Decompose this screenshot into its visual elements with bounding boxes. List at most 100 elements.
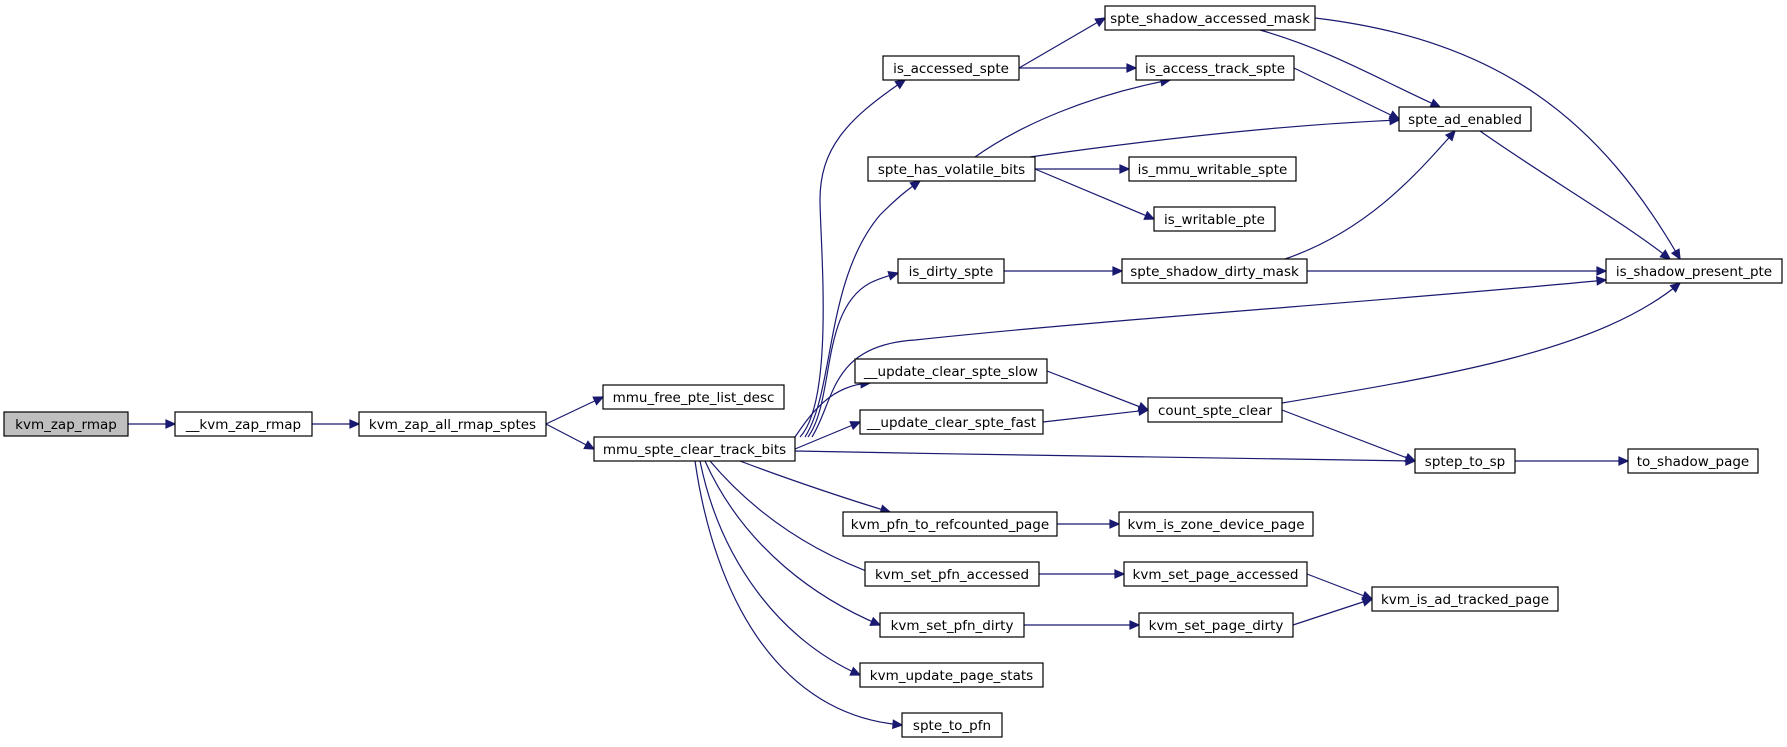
node-box xyxy=(842,511,1058,537)
edge-is_access_track_spte-to-spte_ad_enabled xyxy=(1293,67,1401,120)
node-mmu-spte-clear-track-bits[interactable]: mmu_spte_clear_track_bits xyxy=(593,436,796,462)
edge-kvm_zap_rmap-to-__kvm_zap_rmap xyxy=(128,419,177,429)
arrowhead-icon xyxy=(349,419,361,429)
node-is-mmu-writable-spte[interactable]: is_mmu_writable_spte xyxy=(1128,156,1297,182)
edge-count_spte_clear-to-sptep_to_sp xyxy=(1281,409,1417,463)
arrowhead-icon xyxy=(592,396,605,406)
node-box xyxy=(358,411,547,437)
node-is-shadow-present-pte[interactable]: is_shadow_present_pte xyxy=(1605,258,1783,284)
node-label: __kvm_zap_rmap xyxy=(185,417,301,433)
edge-spte_has_volatile_bits-to-is_access_track_spte xyxy=(974,77,1172,158)
node-spte-to-pfn[interactable]: spte_to_pfn xyxy=(901,712,1003,738)
edge-mmu_spte_clear_track_bits-to-is_shadow_present_pte xyxy=(811,276,1608,438)
arrowhead-icon xyxy=(1094,17,1107,28)
node-spte-shadow-dirty-mask[interactable]: spte_shadow_dirty_mask xyxy=(1121,258,1308,284)
node-box xyxy=(1135,55,1295,81)
arrowhead-icon xyxy=(1670,248,1681,261)
edge-line xyxy=(1034,168,1155,220)
node-box xyxy=(1121,258,1308,284)
edge-mmu_spte_clear_track_bits-to-kvm_update_page_stats xyxy=(699,460,862,676)
edge-line xyxy=(1042,409,1149,423)
node-kvm-is-ad-tracked-page[interactable]: kvm_is_ad_tracked_page xyxy=(1371,586,1559,612)
edge-line xyxy=(1479,130,1671,260)
node-sptep-to-sp[interactable]: sptep_to_sp xyxy=(1414,448,1516,474)
node-label: mmu_free_pte_list_desc xyxy=(613,390,775,406)
node-label: spte_shadow_dirty_mask xyxy=(1130,264,1299,280)
arrowhead-icon xyxy=(1114,569,1126,579)
node-box xyxy=(602,384,785,410)
node-box xyxy=(854,358,1048,384)
node-to-shadow-page[interactable]: to_shadow_page xyxy=(1627,448,1759,474)
edge-kvm_set_page_accessed-to-kvm_is_ad_tracked_page xyxy=(1306,573,1374,601)
edge-mmu_spte_clear_track_bits-to-spte_has_volatile_bits xyxy=(804,180,922,438)
arrowhead-icon xyxy=(909,180,922,191)
edge-spte_ad_enabled-to-is_shadow_present_pte xyxy=(1479,130,1672,260)
edge-kvm_zap_all_rmap_sptes-to-mmu_free_pte_list_desc xyxy=(545,396,605,425)
node-kvm-set-page-accessed[interactable]: kvm_set_page_accessed xyxy=(1123,561,1308,587)
arrowhead-icon xyxy=(887,270,900,281)
edge-line xyxy=(1018,17,1106,69)
edge-mmu_spte_clear_track_bits-to-kvm_set_pfn_dirty xyxy=(704,460,882,626)
node-is-dirty-spte[interactable]: is_dirty_spte xyxy=(897,258,1005,284)
node-label: spte_ad_enabled xyxy=(1408,112,1522,128)
node-label: kvm_set_pfn_dirty xyxy=(891,618,1014,634)
node-kvm-pfn-to-refcounted-page[interactable]: kvm_pfn_to_refcounted_page xyxy=(842,511,1058,537)
node-mmu-free-pte-list-desc[interactable]: mmu_free_pte_list_desc xyxy=(602,384,785,410)
node-kvm-set-pfn-accessed[interactable]: kvm_set_pfn_accessed xyxy=(864,561,1040,587)
node-box xyxy=(867,156,1036,182)
edge-kvm_set_page_dirty-to-kvm_is_ad_tracked_page xyxy=(1292,597,1374,626)
edge-spte_has_volatile_bits-to-spte_ad_enabled xyxy=(1029,115,1401,158)
node-kvm-update-page-stats[interactable]: kvm_update_page_stats xyxy=(859,662,1044,688)
node-spte-ad-enabled[interactable]: spte_ad_enabled xyxy=(1398,106,1532,132)
arrowhead-icon xyxy=(1659,249,1672,260)
node-spte-shadow-accessed-mask[interactable]: spte_shadow_accessed_mask xyxy=(1104,5,1316,31)
edge-kvm_pfn_to_refcounted_page-to-kvm_is_zone_device_page xyxy=(1057,519,1121,529)
edge-line xyxy=(704,460,881,626)
edge-line xyxy=(794,421,861,450)
node-spte-has-volatile-bits[interactable]: spte_has_volatile_bits xyxy=(867,156,1036,182)
edge-line xyxy=(1046,370,1149,411)
edge-line xyxy=(1281,409,1416,462)
node-box xyxy=(882,55,1020,81)
node-label: kvm_set_pfn_accessed xyxy=(875,567,1029,583)
edge-mmu_spte_clear_track_bits-to-sptep_to_sp xyxy=(794,450,1417,466)
edge-line xyxy=(804,180,921,438)
edge-sptep_to_sp-to-to_shadow_page xyxy=(1515,456,1630,466)
edge-is_accessed_spte-to-spte_shadow_accessed_mask xyxy=(1018,17,1107,69)
node-kvm-is-zone-device-page[interactable]: kvm_is_zone_device_page xyxy=(1118,511,1314,537)
node-update-clear-spte-slow[interactable]: __update_clear_spte_slow xyxy=(854,358,1048,384)
node-kvm-set-pfn-dirty[interactable]: kvm_set_pfn_dirty xyxy=(879,612,1025,638)
graph-nodes: kvm_zap_rmap __kvm_zap_rmap kvm_zap_all_rm… xyxy=(3,5,1783,738)
edge-spte_shadow_dirty_mask-to-is_shadow_present_pte xyxy=(1307,266,1608,276)
node-box xyxy=(593,436,796,462)
edge-__update_clear_spte_fast-to-count_spte_clear xyxy=(1042,406,1150,423)
node-label: spte_has_volatile_bits xyxy=(878,162,1025,178)
node-is-writable-pte[interactable]: is_writable_pte xyxy=(1153,206,1276,232)
node-kvm-zap-rmap[interactable]: kvm_zap_rmap xyxy=(3,411,129,437)
node-count-spte-clear[interactable]: count_spte_clear xyxy=(1147,397,1283,423)
node-kvm-zap-rmap[interactable]: __kvm_zap_rmap xyxy=(174,411,313,437)
arrowhead-icon xyxy=(1126,63,1138,73)
node-kvm-set-page-dirty[interactable]: kvm_set_page_dirty xyxy=(1138,612,1294,638)
node-box xyxy=(1398,106,1532,132)
edge-is_dirty_spte-to-spte_shadow_dirty_mask xyxy=(1004,266,1124,276)
edge-spte_has_volatile_bits-to-is_mmu_writable_spte xyxy=(1035,164,1131,174)
node-label: is_accessed_spte xyxy=(893,61,1009,77)
edge-line xyxy=(1306,573,1373,600)
node-update-clear-spte-fast[interactable]: __update_clear_spte_fast xyxy=(859,409,1044,435)
edge-line xyxy=(694,460,903,726)
edge-line xyxy=(1284,130,1456,260)
arrowhead-icon xyxy=(1389,115,1401,126)
node-kvm-zap-all-rmap-sptes[interactable]: kvm_zap_all_rmap_sptes xyxy=(358,411,547,437)
edge-line xyxy=(794,450,1416,462)
arrowhead-icon xyxy=(849,421,862,431)
edge-spte_shadow_dirty_mask-to-spte_ad_enabled xyxy=(1284,129,1456,260)
edge-line xyxy=(699,460,861,676)
edge-line xyxy=(1029,119,1400,158)
arrowhead-icon xyxy=(583,440,596,450)
node-is-accessed-spte[interactable]: is_accessed_spte xyxy=(882,55,1020,81)
node-box xyxy=(1627,448,1759,474)
node-label: count_spte_clear xyxy=(1158,403,1273,419)
node-is-access-track-spte[interactable]: is_access_track_spte xyxy=(1135,55,1295,81)
